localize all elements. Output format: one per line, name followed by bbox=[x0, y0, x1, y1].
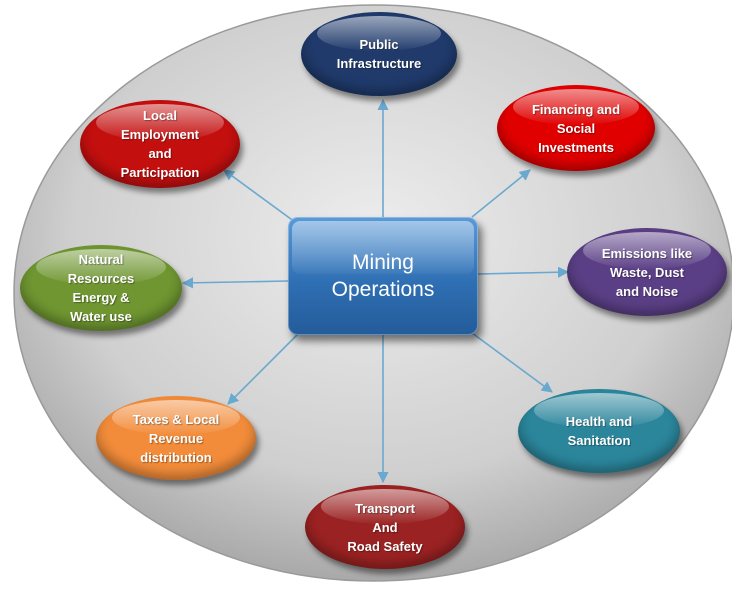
node-label: Health and Sanitation bbox=[565, 414, 633, 448]
node-label: Taxes & Local Revenue distribution bbox=[132, 411, 220, 465]
arrow-to-financing-social bbox=[471, 169, 531, 218]
node-label: Local Employment and Participation bbox=[120, 108, 200, 180]
node-taxes-local-revenue: Taxes & Local Revenue distribution bbox=[96, 396, 256, 480]
node-label: Emissions like Waste, Dust and Noise bbox=[601, 245, 693, 299]
node-label: Financing and Social Investments bbox=[531, 101, 621, 155]
center-mining-operations: Mining Operations bbox=[288, 217, 478, 335]
node-label: Transport And Road Safety bbox=[347, 500, 423, 554]
arrow-to-emissions bbox=[477, 266, 570, 278]
arrow-to-natural-resources bbox=[181, 277, 289, 289]
node-transport-road-safety: Transport And Road Safety bbox=[305, 485, 465, 569]
arrow-to-taxes-revenue bbox=[227, 331, 301, 405]
node-emissions: Emissions like Waste, Dust and Noise bbox=[567, 228, 727, 316]
node-health-sanitation: Health and Sanitation bbox=[518, 389, 680, 473]
node-public-infrastructure: Public Infrastructure bbox=[301, 12, 457, 96]
node-financing-social-investments: Financing and Social Investments bbox=[497, 85, 655, 171]
arrow-to-health-sanitation bbox=[467, 329, 553, 393]
node-label: Natural Resources Energy & Water use bbox=[67, 252, 135, 324]
node-local-employment: Local Employment and Participation bbox=[80, 100, 240, 188]
center-label: Mining Operations bbox=[331, 251, 435, 301]
node-label: Public Infrastructure bbox=[336, 37, 422, 71]
arrow-to-local-employment bbox=[223, 169, 296, 223]
node-natural-resources: Natural Resources Energy & Water use bbox=[20, 245, 182, 331]
connector-arrows bbox=[181, 98, 570, 484]
